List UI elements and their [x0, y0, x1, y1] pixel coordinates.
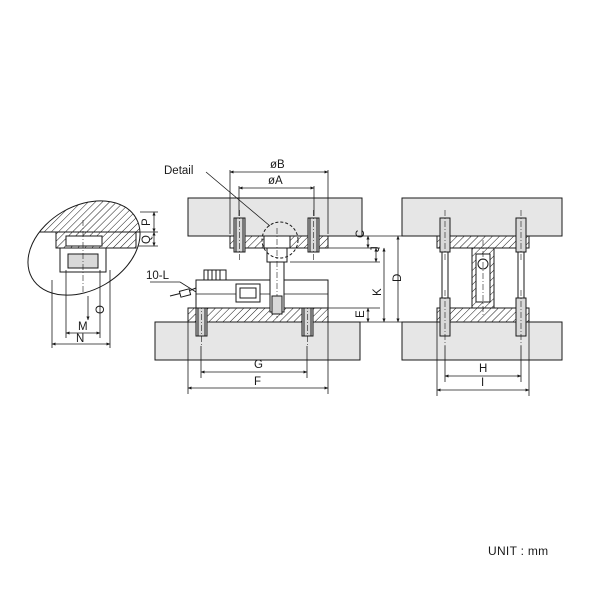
label-q: Q	[141, 235, 153, 244]
detail-ellipse	[27, 200, 141, 296]
label-o: O	[95, 305, 107, 314]
unit-label: UNIT : mm	[488, 544, 549, 558]
side-bolt-br	[515, 290, 527, 346]
label-k: K	[372, 288, 384, 296]
load-pin	[263, 228, 291, 318]
label-d: D	[392, 274, 404, 282]
label-p: P	[141, 218, 153, 226]
side-bolt-tr	[515, 210, 527, 262]
load-cell-body	[195, 269, 329, 309]
detail-circle	[261, 221, 299, 259]
label-f: F	[254, 376, 261, 388]
side-load-cell	[471, 240, 495, 316]
front-bottom-plate	[154, 321, 361, 361]
label-j: J	[370, 246, 382, 252]
label-n: N	[76, 333, 84, 345]
front-top-bolt-left	[233, 210, 246, 262]
label-detail: Detail	[164, 165, 193, 177]
label-g: G	[254, 359, 263, 371]
detail-view	[20, 181, 157, 300]
side-view	[401, 197, 563, 361]
front-view	[154, 197, 363, 361]
label-m: M	[78, 321, 88, 333]
label-c: C	[355, 230, 367, 238]
side-top-plate	[401, 197, 563, 237]
side-bottom-plate	[401, 321, 563, 361]
side-bolt-tl	[439, 210, 451, 262]
front-top-bolt-right	[307, 210, 320, 262]
dimensions	[51, 170, 530, 396]
side-bolt-bl	[439, 290, 451, 346]
label-dia-b: øB	[270, 159, 285, 171]
label-e: E	[355, 310, 367, 318]
label-i: I	[481, 377, 484, 389]
label-10l: 10-L	[146, 270, 170, 282]
front-top-plate	[187, 197, 363, 237]
label-h: H	[479, 363, 487, 375]
label-dia-a: øA	[268, 175, 283, 187]
